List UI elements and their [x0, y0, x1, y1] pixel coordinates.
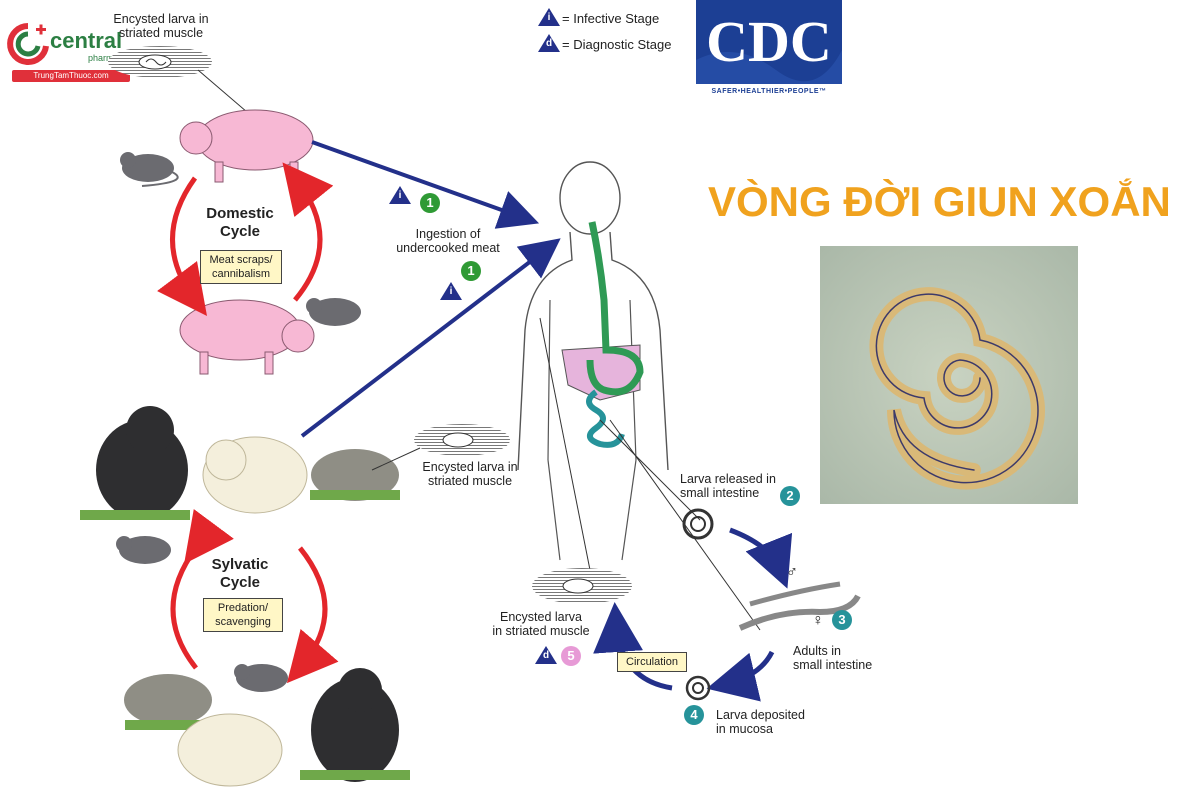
cdc-logo-text: CDC — [706, 9, 832, 74]
brand-site: TrungTamThuoc.com — [12, 70, 130, 82]
boar-icon — [124, 674, 215, 730]
pig-icon — [179, 299, 315, 375]
sylvatic-cycle-arrow — [170, 509, 234, 670]
cdc-logo: CDC SAFER•HEALTHIER•PEOPLE™ — [696, 0, 842, 100]
deposited-larva-icon — [685, 675, 711, 701]
domestic-cycle-arrow — [282, 162, 334, 302]
pointer-line — [539, 317, 591, 571]
rat-icon — [116, 536, 171, 564]
intestine-icon — [586, 389, 625, 448]
male-adult-worm — [749, 581, 841, 607]
digestive-tract-icon — [586, 221, 644, 396]
polar-bear-icon — [202, 436, 308, 514]
human-muscle-icon — [532, 568, 632, 604]
domestic-muscle-icon — [108, 46, 212, 78]
male-symbol: ♂ — [786, 564, 798, 581]
cdc-wave-icon — [696, 50, 842, 84]
domestic-cycle-arrow — [157, 176, 207, 317]
stage-3-badge: 3 — [832, 610, 852, 630]
sylvatic-cycle-arrow — [286, 546, 339, 684]
cdc-tagline: SAFER•HEALTHIER•PEOPLE™ — [696, 84, 842, 100]
released-larva-icon — [682, 508, 714, 540]
diagnostic-stage-icon: d — [535, 646, 557, 664]
brand-name: central — [50, 28, 123, 53]
polar-bear-icon — [177, 713, 283, 787]
stage-arrow — [729, 527, 793, 589]
infective-stage-icon: i — [440, 282, 462, 300]
pharmacy-logo-icon — [7, 23, 49, 65]
human-body-outline — [517, 161, 669, 561]
legend-infective: = Infective Stage — [562, 11, 660, 26]
stage-2-badge: 2 — [780, 486, 800, 506]
sylvatic-muscle-icon — [414, 424, 510, 456]
female-adult-worm — [738, 594, 861, 631]
trichinella-larva-photo — [820, 246, 1078, 504]
stage-1-badge: 1 — [461, 261, 481, 281]
rat-icon — [306, 298, 361, 326]
black-bear-icon — [80, 406, 190, 520]
stage-4-badge: 4 — [684, 705, 704, 725]
female-symbol: ♀ — [812, 612, 824, 629]
stage-1-badge: 1 — [420, 193, 440, 213]
stage-5-badge: 5 — [561, 646, 581, 666]
sylvatic-box: Predation/scavenging — [203, 598, 283, 632]
legend-infective-icon: i — [538, 8, 560, 26]
page-title: VÒNG ĐỜI GIUN XOẮN — [708, 178, 1171, 225]
pointer-line — [599, 419, 701, 521]
stage-arrow — [706, 650, 775, 702]
ingestion-arrow — [300, 238, 561, 438]
infective-stage-icon: i — [389, 186, 411, 204]
circulation-box: Circulation — [617, 652, 687, 672]
ingestion-arrow — [311, 140, 540, 229]
boar-icon — [310, 449, 400, 501]
domestic-box: Meat scraps/cannibalism — [200, 250, 282, 284]
rat-icon — [234, 664, 288, 692]
legend-diagnostic: = Diagnostic Stage — [562, 37, 672, 52]
rat-icon — [120, 152, 179, 187]
legend-diagnostic-icon: d — [538, 34, 560, 52]
brand-sub: pharmacy — [88, 53, 128, 63]
black-bear-icon — [300, 668, 410, 782]
pig-icon — [179, 109, 314, 183]
